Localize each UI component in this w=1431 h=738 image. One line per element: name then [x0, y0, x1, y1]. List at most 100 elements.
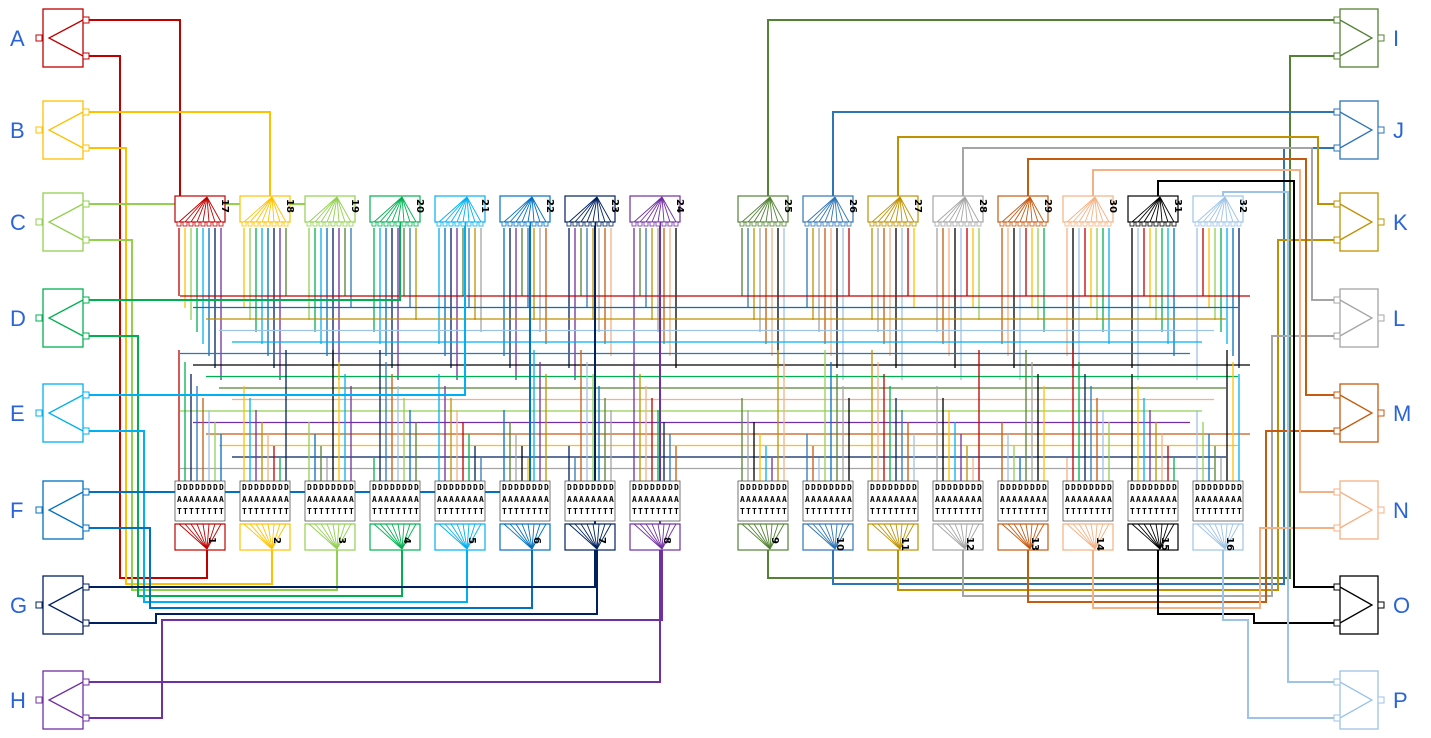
- pin-letter: A: [437, 495, 442, 504]
- wire-N-top: [1092, 169, 1335, 493]
- pin-letter: A: [1219, 495, 1224, 504]
- pin-terminal: [1017, 221, 1023, 227]
- pin-letter: A: [888, 495, 893, 504]
- fan-line: [596, 523, 606, 550]
- fan-line: [1131, 196, 1161, 223]
- pin-letter: A: [201, 495, 206, 504]
- pin-letter: A: [1012, 495, 1017, 504]
- block-number: 8: [661, 537, 672, 544]
- fan-line: [178, 523, 208, 550]
- fan-line: [596, 196, 606, 223]
- pin-terminal: [1064, 221, 1070, 227]
- pin-terminal: [543, 221, 549, 227]
- pin-letter: D: [1201, 483, 1206, 492]
- fan-line: [759, 196, 771, 223]
- block-number: 31: [1172, 199, 1183, 213]
- pin-letter: D: [638, 483, 643, 492]
- fan-line: [633, 523, 663, 550]
- top-block-box: [737, 195, 789, 223]
- fan-line: [769, 523, 779, 550]
- pin-letter: A: [894, 495, 899, 504]
- fan-line: [1084, 523, 1096, 550]
- port-bottom: [1333, 332, 1341, 340]
- pin-letter: A: [467, 495, 472, 504]
- pin-terminal: [946, 221, 952, 227]
- fan-line: [202, 523, 208, 550]
- pin-terminal: [1218, 221, 1224, 227]
- fan-line: [509, 523, 533, 550]
- pin-terminal: [1141, 221, 1147, 227]
- fan-line: [586, 196, 598, 223]
- fan-line: [271, 523, 287, 550]
- block-number: 29: [1042, 199, 1053, 213]
- fan-line: [336, 196, 346, 223]
- pin-letter: T: [894, 507, 899, 516]
- pin-letter: A: [443, 495, 448, 504]
- fan-line: [531, 523, 541, 550]
- pin-letter: A: [752, 495, 757, 504]
- device-symbol: [47, 491, 84, 529]
- pin-terminal: [478, 221, 484, 227]
- port-bottom: [82, 144, 90, 152]
- pin-letter: T: [384, 507, 389, 516]
- pin-letter: A: [473, 495, 478, 504]
- pin-letter: D: [971, 483, 976, 492]
- port-bottom: [1333, 714, 1341, 722]
- fan-line: [568, 523, 598, 550]
- pin-letter: T: [272, 507, 277, 516]
- top-block-17: 17: [174, 195, 230, 227]
- pin-letter: T: [1219, 507, 1224, 516]
- pin-letter: A: [1195, 495, 1200, 504]
- pin-letter: D: [461, 483, 466, 492]
- pin-letter: A: [408, 495, 413, 504]
- pin-letter: D: [372, 483, 377, 492]
- pin-terminal: [401, 221, 407, 227]
- port-top: [82, 391, 90, 399]
- pin-letter: T: [1083, 507, 1088, 516]
- port-top: [1333, 391, 1341, 399]
- pin-terminal: [1082, 221, 1088, 227]
- fan-line: [332, 523, 338, 550]
- pin-letter: T: [941, 507, 946, 516]
- port-top: [1333, 296, 1341, 304]
- top-block-box: [239, 195, 291, 223]
- pin-letter: T: [1166, 507, 1171, 516]
- fan-line: [661, 523, 677, 550]
- port-bottom: [82, 236, 90, 244]
- pin-letter: A: [1000, 495, 1005, 504]
- fan-line: [592, 523, 598, 550]
- fan-line: [531, 523, 535, 550]
- block-number: 9: [769, 537, 780, 544]
- device-M: M: [1333, 383, 1411, 443]
- fan-line: [574, 196, 598, 223]
- block-number: 6: [531, 537, 542, 544]
- pin-letter: D: [591, 483, 596, 492]
- fan-line: [271, 196, 287, 223]
- pin-letter: D: [1107, 483, 1112, 492]
- pin-letter: D: [662, 483, 667, 492]
- pin-letter: T: [947, 507, 952, 516]
- pin-letter: A: [538, 495, 543, 504]
- top-block-box: [932, 195, 984, 223]
- fan-line: [466, 196, 476, 223]
- fan-line: [806, 523, 836, 550]
- fan-line: [1094, 523, 1104, 550]
- fan-line: [747, 523, 771, 550]
- block-number: 23: [609, 199, 620, 213]
- fan-line: [895, 196, 901, 223]
- port-top: [1333, 108, 1341, 116]
- pin-letter: D: [467, 483, 472, 492]
- top-block-box: [802, 195, 854, 223]
- block-number: 2: [271, 537, 282, 544]
- fan-line: [1155, 523, 1161, 550]
- device-G: G: [10, 575, 90, 635]
- fan-line: [336, 196, 340, 223]
- pin-letter: A: [1030, 495, 1035, 504]
- pin-letter: A: [1101, 495, 1106, 504]
- pin-letter: A: [876, 495, 881, 504]
- pin-terminal: [1023, 221, 1029, 227]
- fan-line: [1001, 523, 1031, 550]
